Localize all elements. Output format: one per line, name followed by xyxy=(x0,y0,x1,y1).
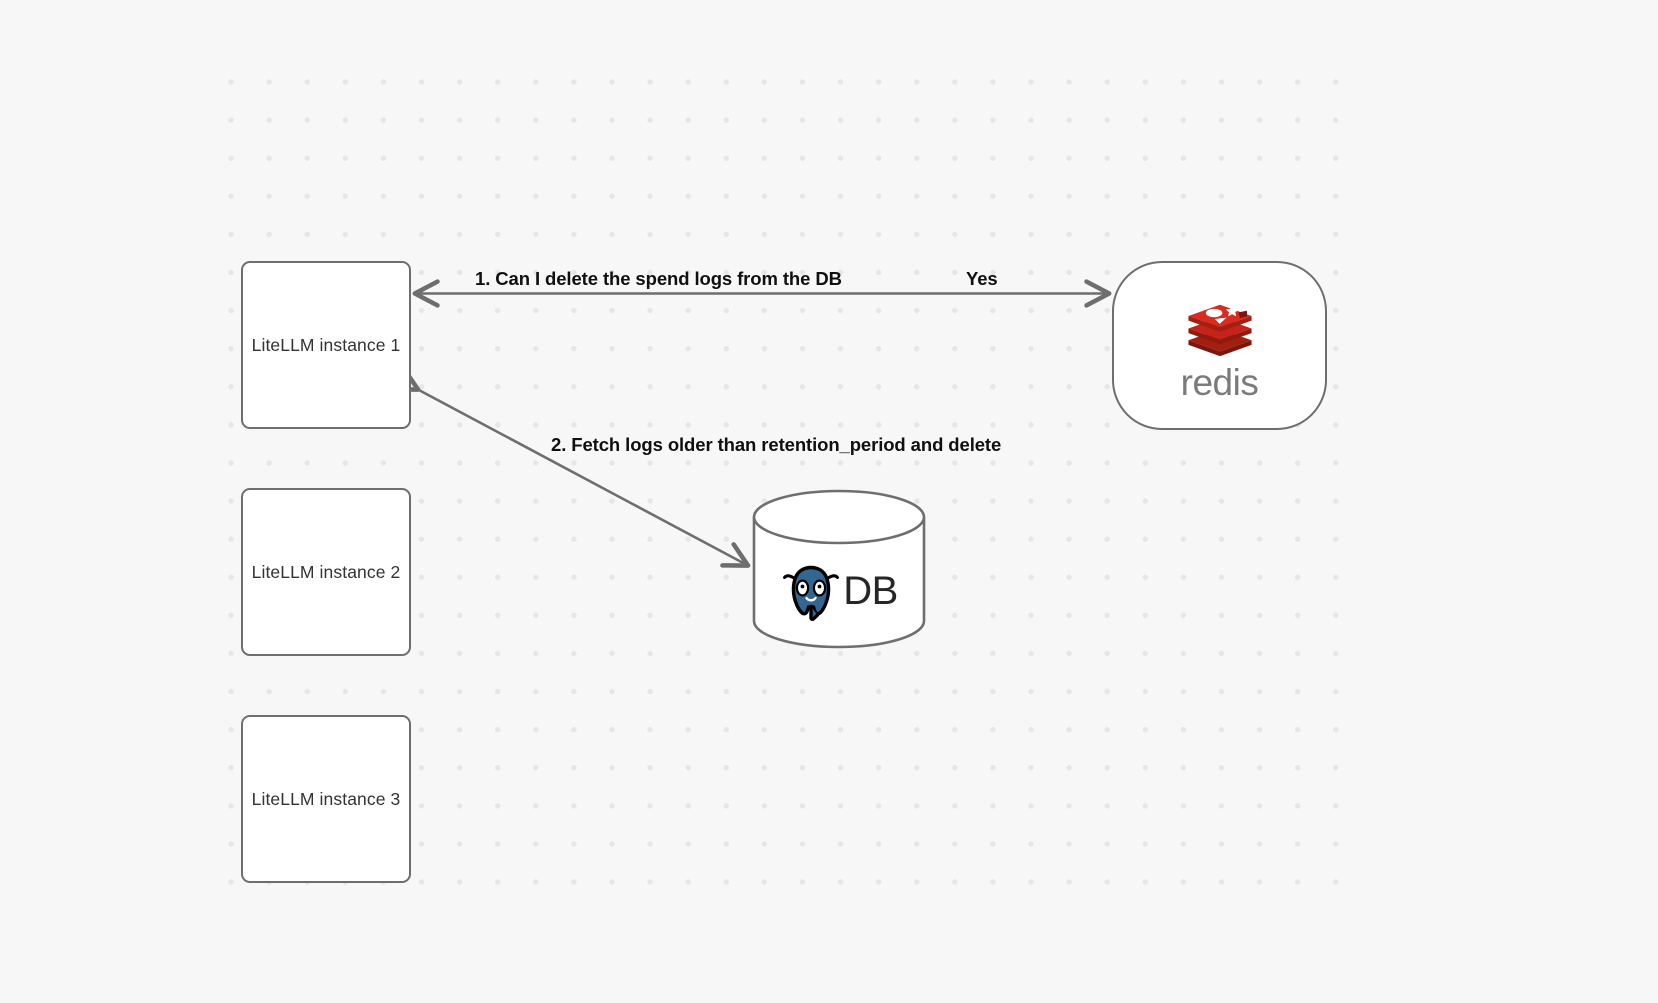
db-label: DB xyxy=(843,569,898,613)
node-litellm-instance-2-label: LiteLLM instance 2 xyxy=(251,561,401,582)
cylinder-shape xyxy=(752,489,926,649)
edge-litellm1-db xyxy=(390,366,751,568)
node-litellm-instance-3[interactable]: LiteLLM instance 3 xyxy=(241,715,411,883)
redis-wordmark: redis xyxy=(1180,361,1259,403)
node-litellm-instance-1[interactable]: LiteLLM instance 1 xyxy=(241,261,411,429)
node-database[interactable]: DB xyxy=(752,489,926,649)
edge-label-step-2: 2. Fetch logs older than retention_perio… xyxy=(551,434,1002,455)
redis-logo-icon: redis xyxy=(1164,291,1276,401)
node-litellm-instance-3-label: LiteLLM instance 3 xyxy=(251,788,401,809)
node-litellm-instance-1-label: LiteLLM instance 1 xyxy=(251,334,401,355)
db-content: DB xyxy=(752,541,926,641)
node-redis[interactable]: redis xyxy=(1112,261,1327,430)
edge-label-step-1: 1. Can I delete the spend logs from the … xyxy=(475,268,842,289)
edge-label-step-1-answer: Yes xyxy=(966,268,998,289)
node-litellm-instance-2[interactable]: LiteLLM instance 2 xyxy=(241,488,411,656)
postgresql-elephant-icon xyxy=(780,561,842,621)
